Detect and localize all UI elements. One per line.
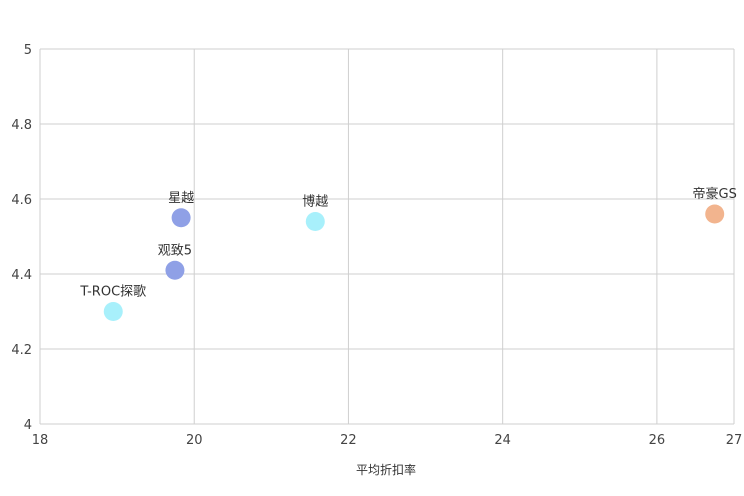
y-tick-label: 4.8 xyxy=(11,118,32,133)
data-point xyxy=(705,204,725,224)
y-tick-label: 4.4 xyxy=(11,268,32,283)
data-points xyxy=(103,204,725,321)
data-label: 帝豪GS xyxy=(693,186,737,202)
grid xyxy=(39,48,735,425)
x-tick-label: 18 xyxy=(32,433,49,448)
x-tick-label: 27 xyxy=(726,433,743,448)
axis-ticks: 18 20 22 24 26 27 4 4.2 4.4 4.6 4.8 5 xyxy=(11,43,742,448)
data-label: T-ROC探歌 xyxy=(79,285,146,300)
x-axis-label: 平均折扣率 xyxy=(356,462,416,477)
data-label: 博越 xyxy=(302,195,328,210)
x-tick-label: 24 xyxy=(494,433,511,448)
data-point xyxy=(305,212,325,231)
x-tick-label: 22 xyxy=(340,433,357,448)
data-labels: T-ROC探歌 观致5 星越 博越 帝豪GS xyxy=(79,186,737,300)
data-label: 星越 xyxy=(168,191,194,206)
y-tick-label: 4.2 xyxy=(11,343,32,358)
x-tick-label: 26 xyxy=(649,433,666,448)
data-label: 观致5 xyxy=(158,243,192,258)
x-tick-label: 20 xyxy=(186,433,203,448)
y-tick-label: 4 xyxy=(24,418,32,433)
data-point xyxy=(171,208,191,228)
y-tick-label: 4.6 xyxy=(11,193,32,208)
data-point xyxy=(165,260,185,280)
y-tick-label: 5 xyxy=(24,43,32,58)
data-point xyxy=(103,302,123,321)
